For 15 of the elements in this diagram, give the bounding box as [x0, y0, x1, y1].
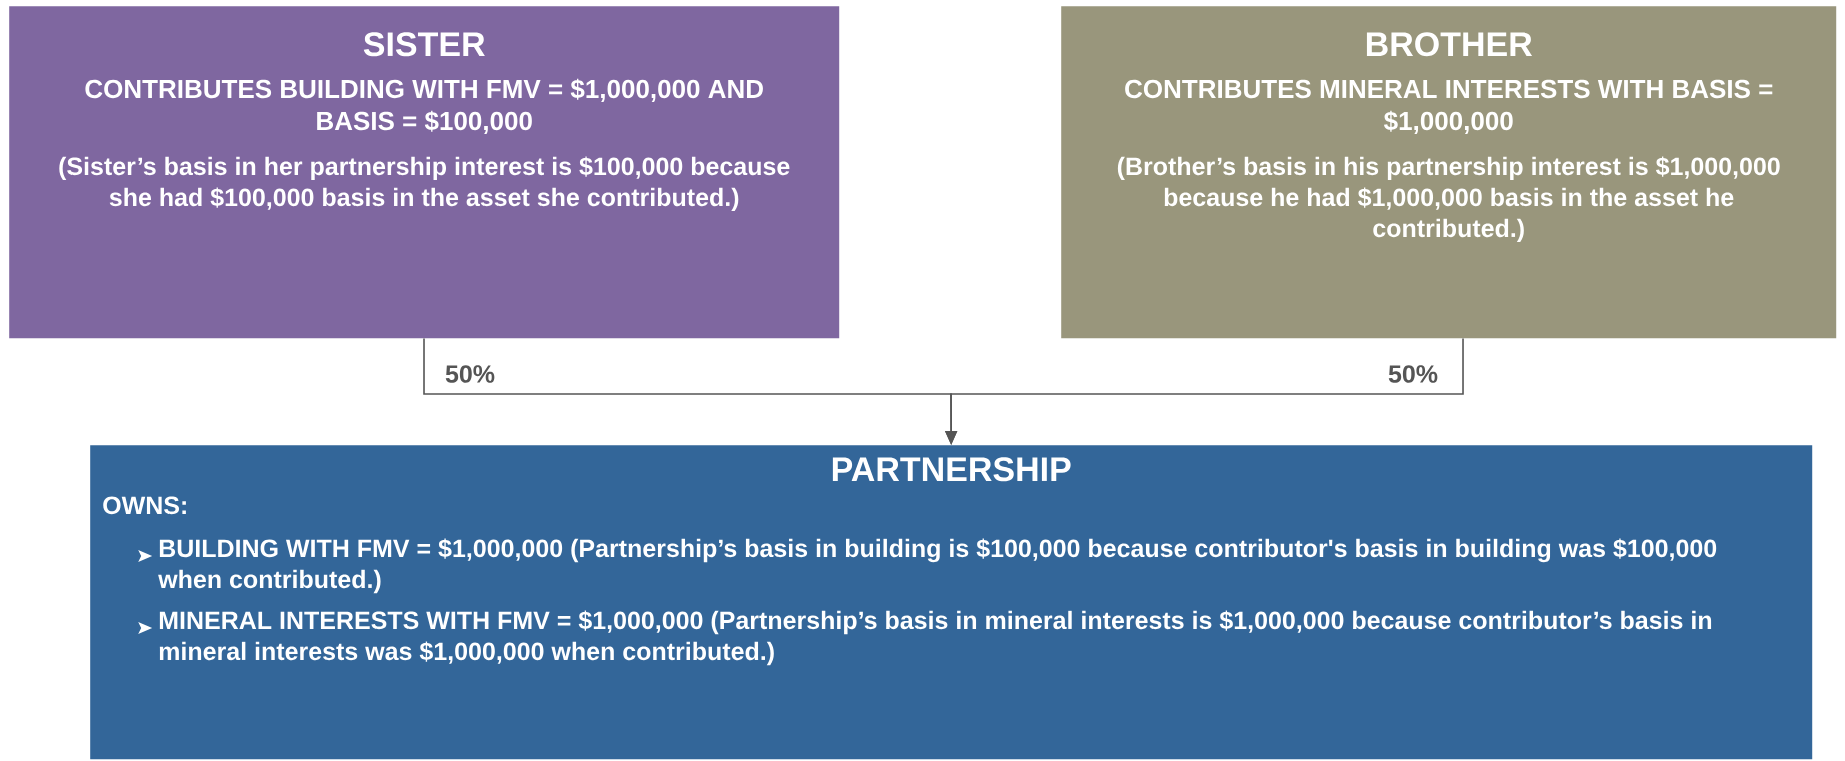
box-subheading: CONTRIBUTES BUILDING WITH FMV = $1,000,000 AND BASIS = $100,000 [85, 78, 763, 134]
box-note: (Brother’s basis in his partnership interest is $1,000,000 because he had $1,000,000 basis in the asset he contributed.) [1117, 156, 1780, 243]
edge-label: 50% [445, 365, 495, 383]
person-box [9, 6, 840, 339]
box-heading: BROTHER [1366, 32, 1533, 57]
box-note: (Sister’s basis in her partnership interest is $100,000 because she had $100,000 basis in the asset she contributed.) [59, 156, 790, 212]
box-heading: PARTNERSHIP [832, 457, 1071, 482]
box-subheading: CONTRIBUTES MINERAL INTERESTS WITH BASIS = $1,000,000 [1125, 79, 1773, 134]
bullet-text: BUILDING WITH FMV = $1,000,000 (Partnership’s basis in building is $100,000 because contributor's basis in building was $100,000 when contributed.) [158, 538, 1717, 594]
partnership-box [90, 445, 1813, 760]
box-subheading: OWNS: [103, 496, 186, 515]
bullet-text: MINERAL INTERESTS WITH FMV = $1,000,000 (Partnership’s basis in mineral interests is $1,000,000 because contributor’s basis in mineral interests was $1,000,000 when contributed.) [159, 610, 1712, 666]
edge-label: 50% [1388, 365, 1438, 383]
person-box [1061, 6, 1837, 339]
box-heading: SISTER [363, 32, 485, 57]
